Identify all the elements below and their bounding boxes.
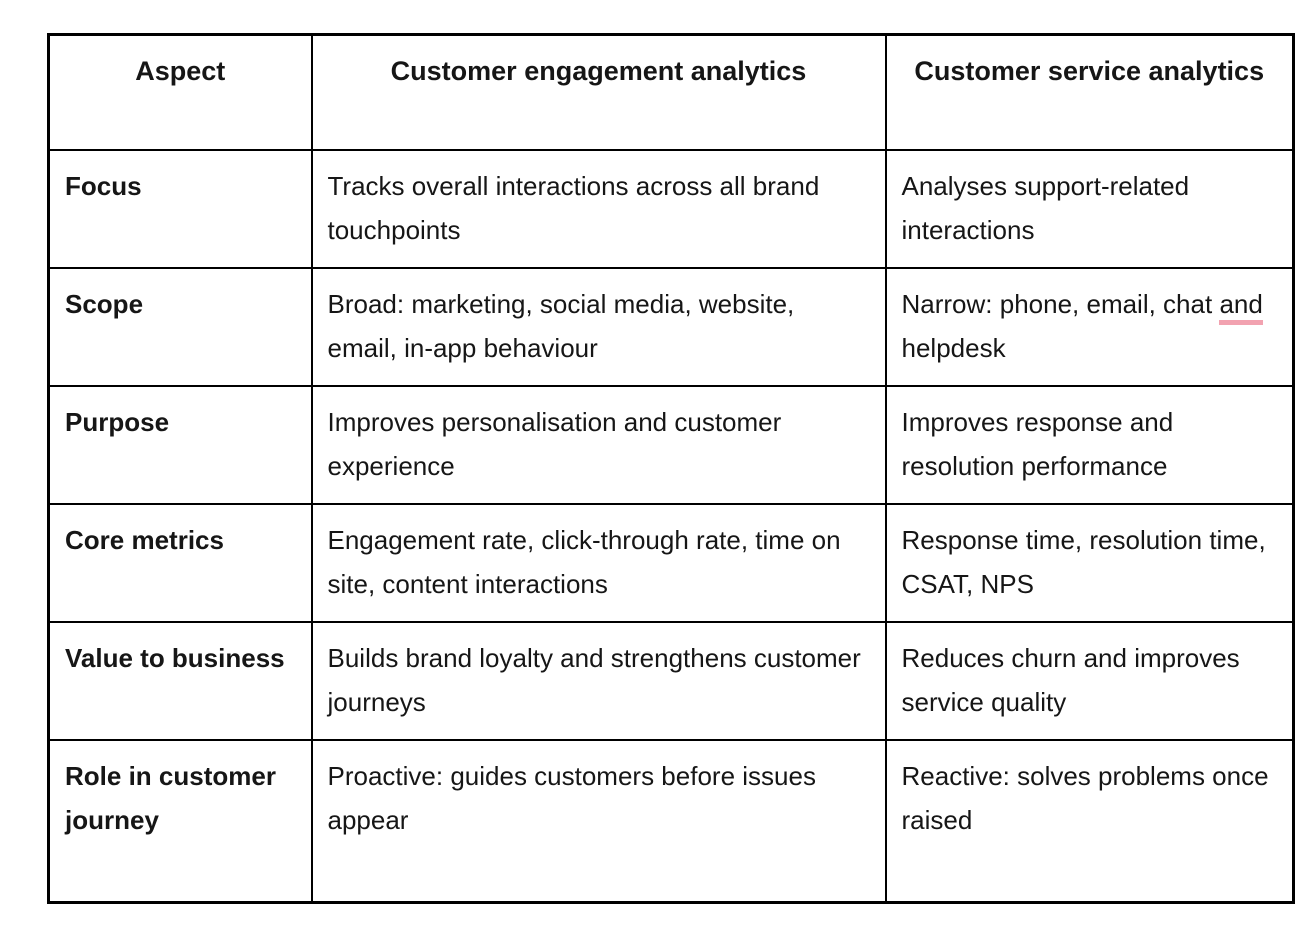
cell-purpose-service: Improves response and resolution perform… (884, 384, 1295, 505)
cell-value-service: Reduces churn and improves service quali… (884, 620, 1295, 741)
comparison-table: Aspect Customer engagement analytics Cus… (47, 33, 1295, 904)
cell-purpose-aspect: Purpose (47, 384, 313, 505)
cell-core-metrics-aspect: Core metrics (47, 502, 313, 623)
header-cell-aspect: Aspect (47, 33, 313, 151)
scope-service-text-after: helpdesk (901, 332, 1006, 363)
table-row-purpose: Purpose Improves personalisation and cus… (47, 384, 1295, 505)
cell-role-engagement: Proactive: guides customers before issue… (310, 738, 887, 904)
table-row-focus: Focus Tracks overall interactions across… (47, 148, 1295, 269)
cell-purpose-engagement: Improves personalisation and customer ex… (310, 384, 887, 505)
comparison-table-container: Aspect Customer engagement analytics Cus… (47, 33, 1295, 904)
grammar-suggestion-underline[interactable]: and (1219, 288, 1263, 325)
cell-scope-service: Narrow: phone, email, chat and helpdesk (884, 266, 1295, 387)
table-row-value-to-business: Value to business Builds brand loyalty a… (47, 620, 1295, 741)
cell-focus-aspect: Focus (47, 148, 313, 269)
cell-value-aspect: Value to business (47, 620, 313, 741)
table-body: Focus Tracks overall interactions across… (47, 148, 1295, 904)
cell-core-metrics-service: Response time, resolution time, CSAT, NP… (884, 502, 1295, 623)
cell-focus-engagement: Tracks overall interactions across all b… (310, 148, 887, 269)
cell-role-service: Reactive: solves problems once raised (884, 738, 1295, 904)
table-row-core-metrics: Core metrics Engagement rate, click-thro… (47, 502, 1295, 623)
scope-service-text-before: Narrow: phone, email, chat (901, 288, 1220, 319)
cell-focus-service: Analyses support-related interactions (884, 148, 1295, 269)
table-row-role-in-journey: Role in customer journey Proactive: guid… (47, 738, 1295, 904)
table-row-scope: Scope Broad: marketing, social media, we… (47, 266, 1295, 387)
cell-core-metrics-engagement: Engagement rate, click-through rate, tim… (310, 502, 887, 623)
header-cell-service: Customer service analytics (884, 33, 1295, 151)
table-header: Aspect Customer engagement analytics Cus… (47, 33, 1295, 151)
header-row: Aspect Customer engagement analytics Cus… (47, 33, 1295, 151)
cell-role-aspect: Role in customer journey (47, 738, 313, 904)
cell-scope-aspect: Scope (47, 266, 313, 387)
cell-value-engagement: Builds brand loyalty and strengthens cus… (310, 620, 887, 741)
cell-scope-engagement: Broad: marketing, social media, website,… (310, 266, 887, 387)
header-cell-engagement: Customer engagement analytics (310, 33, 887, 151)
